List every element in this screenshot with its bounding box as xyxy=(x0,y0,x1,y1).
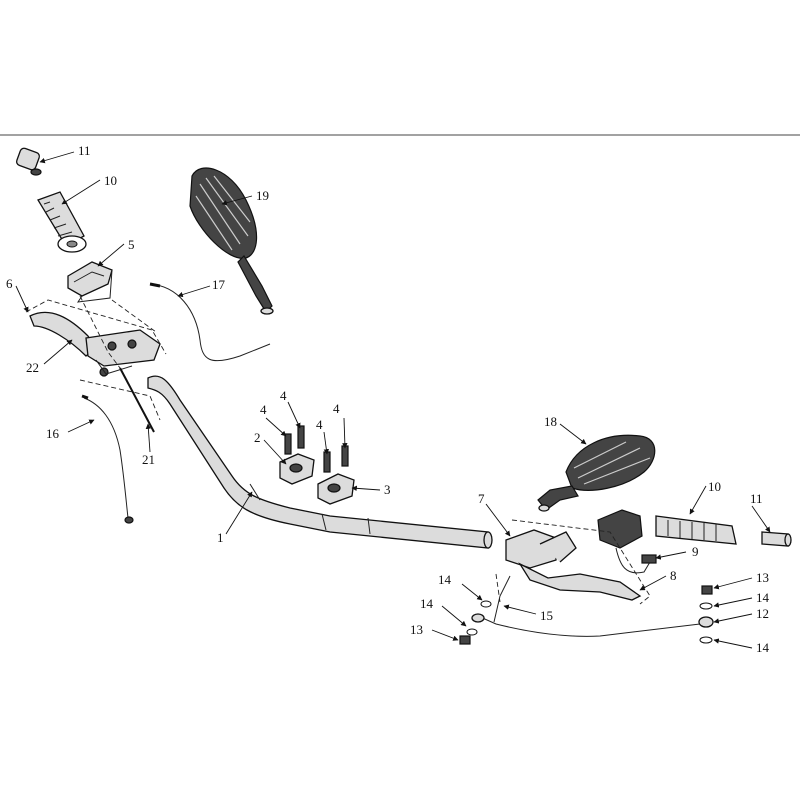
part-lever-assembly-left xyxy=(25,299,167,377)
part-holder-upper xyxy=(279,453,315,485)
callout-14-washer-left-lower: 14 xyxy=(420,596,434,611)
callout-14-washer-right-lower: 14 xyxy=(756,640,770,655)
callout-16-cable: 16 xyxy=(46,426,60,441)
callout-19-mirror-left: 19 xyxy=(256,188,269,203)
part-cable-17 xyxy=(149,282,271,362)
callout-4-bolt-d: 4 xyxy=(333,401,340,416)
part-grip-left xyxy=(37,191,87,253)
callout-15-hose: 15 xyxy=(540,608,553,623)
callout-9-switch-wire: 9 xyxy=(692,544,699,559)
callout-13-bolt-left: 13 xyxy=(410,622,423,637)
guide-left-2 xyxy=(111,299,157,333)
callout-1-handlebar: 1 xyxy=(217,530,224,545)
callout-17-cable: 17 xyxy=(212,277,226,292)
part-clamp xyxy=(67,261,113,303)
part-mirror-right xyxy=(537,434,656,512)
callout-4-bolt-a: 4 xyxy=(260,402,267,417)
callout-10-grip-left: 10 xyxy=(104,173,117,188)
callout-4-bolt-b: 4 xyxy=(280,388,287,403)
callout-14-washer-left-upper: 14 xyxy=(438,572,452,587)
callout-22-lever-left: 22 xyxy=(26,360,39,375)
callout-11-grip-end-right: 11 xyxy=(750,491,763,506)
part-bolts-4 xyxy=(284,425,349,473)
part-banjo-left xyxy=(459,600,492,645)
callout-10-grip-right: 10 xyxy=(708,479,721,494)
callout-18-mirror-right: 18 xyxy=(544,414,557,429)
callout-8-lever-right: 8 xyxy=(670,568,677,583)
part-banjo-right xyxy=(698,585,714,644)
part-cable-16 xyxy=(81,394,134,524)
part-grip-end-left xyxy=(16,147,42,176)
part-holder-lower xyxy=(317,473,355,505)
callout-labels: 11 10 5 19 6 17 22 16 21 4 4 4 4 2 3 1 1… xyxy=(6,143,770,655)
part-master-cylinder-right xyxy=(493,509,657,623)
callout-3-holder-lower: 3 xyxy=(384,482,391,497)
callout-5-clamp: 5 xyxy=(128,237,135,252)
callout-13-bolt-right: 13 xyxy=(756,570,769,585)
part-rod-21 xyxy=(119,367,155,433)
part-brake-hose xyxy=(477,615,701,637)
callout-2-holder-upper: 2 xyxy=(254,430,261,445)
callout-7-master-cylinder: 7 xyxy=(478,491,485,506)
part-mirror-left xyxy=(189,167,274,315)
callout-11-grip-end-left: 11 xyxy=(78,143,91,158)
callout-12-hose-joint: 12 xyxy=(756,606,769,621)
part-handlebar xyxy=(147,375,493,549)
part-grip-end-right xyxy=(761,531,792,547)
callout-21-rod: 21 xyxy=(142,452,155,467)
guide-left-1 xyxy=(79,295,121,369)
callout-14-washer-right-upper: 14 xyxy=(756,590,770,605)
leader-lines xyxy=(15,151,771,649)
guide-left-3 xyxy=(79,379,161,421)
part-grip-right xyxy=(655,515,737,545)
callout-6-lever-assembly-left: 6 xyxy=(6,276,13,291)
callout-4-bolt-c: 4 xyxy=(316,417,323,432)
